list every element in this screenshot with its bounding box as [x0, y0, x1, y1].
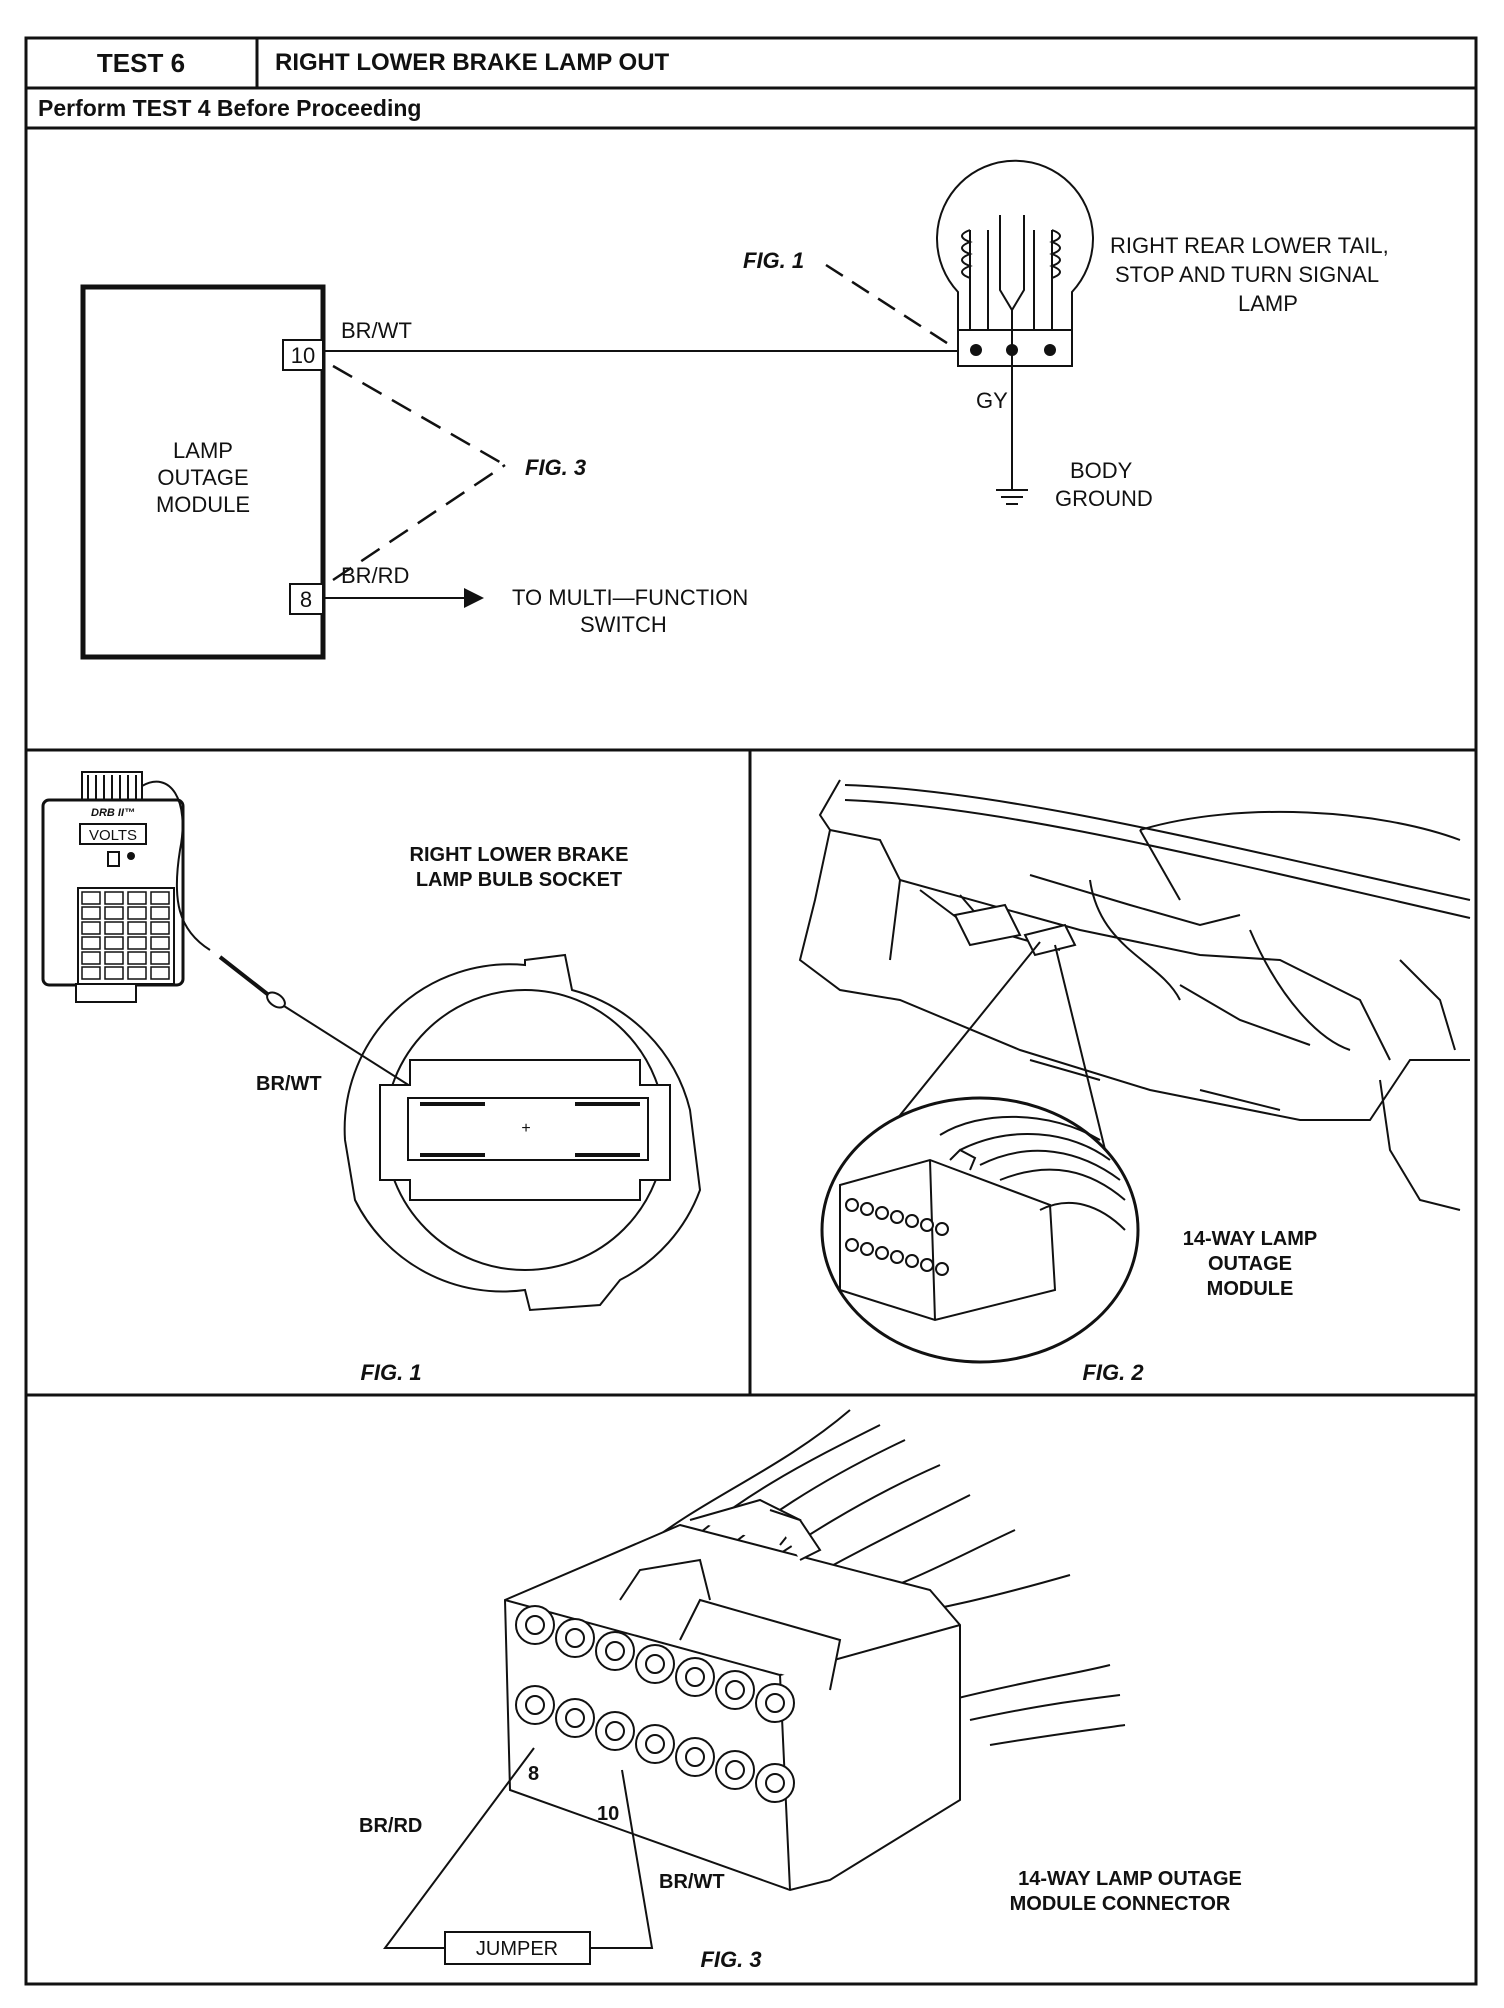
ground-label-1: BODY [1070, 458, 1133, 483]
pin-10-box [282, 339, 324, 371]
tester-key [104, 936, 124, 950]
schematic: LAMP OUTAGE MODULE 10 8 BR/WT BR/RD TO M… [80, 159, 1389, 660]
connector-cavity [860, 1242, 874, 1256]
tester-key [150, 936, 170, 950]
module-label-3: MODULE [156, 492, 250, 517]
tester-key [104, 906, 124, 920]
test-title: RIGHT LOWER BRAKE LAMP OUT [275, 49, 670, 76]
connector-cavity [920, 1218, 934, 1232]
connector-cavity [935, 1222, 949, 1236]
lamp-label-2: STOP AND TURN SIGNAL [1115, 262, 1379, 287]
tester-key [150, 891, 170, 905]
tester-key [127, 891, 147, 905]
tester-key [104, 891, 124, 905]
tester-key [127, 936, 147, 950]
tester-key [81, 906, 101, 920]
connector-cavity [845, 1238, 859, 1252]
socket-label-2: LAMP BULB SOCKET [416, 869, 622, 891]
fig3-pin10: 10 [597, 1803, 619, 1825]
tester-key [127, 966, 147, 980]
tester-key [127, 906, 147, 920]
connector-cavity [920, 1258, 934, 1272]
tester-brand: DRB II™ [91, 807, 135, 819]
bulb-socket: + [343, 953, 702, 1312]
connector-cavity [905, 1254, 919, 1268]
lamp-label-1: RIGHT REAR LOWER TAIL, [1110, 233, 1389, 258]
subheading: Perform TEST 4 Before Proceeding [38, 95, 421, 121]
tester-key [150, 906, 170, 920]
fig3-label-1: 14-WAY LAMP OUTAGE [1018, 1868, 1242, 1890]
fig3-caption: FIG. 3 [700, 1947, 761, 1972]
fig3-ref: FIG. 3 [525, 455, 586, 480]
connector-cavity [860, 1202, 874, 1216]
connector-cavity [845, 1198, 859, 1212]
wire-br-wt-label: BR/WT [341, 318, 412, 343]
switch-label-1: TO MULTI—FUNCTION [512, 585, 748, 610]
tester-display: VOLTS [89, 827, 137, 844]
fig2-caption: FIG. 2 [1082, 1360, 1144, 1385]
fig1-wire-label: BR/WT [256, 1073, 322, 1095]
jumper-label: JUMPER [476, 1938, 558, 1960]
connector-cavity [875, 1246, 889, 1260]
pin-10-label: 10 [291, 343, 315, 368]
lamp-label-3: LAMP [1238, 291, 1298, 316]
connector-cavity [905, 1214, 919, 1228]
tester-key [127, 921, 147, 935]
fig3-wire-right: BR/WT [659, 1871, 725, 1893]
tester-key [104, 951, 124, 965]
tester-key [81, 966, 101, 980]
fig2-label-1: 14-WAY LAMP [1183, 1228, 1317, 1250]
tester-key [81, 936, 101, 950]
connector-cavity [890, 1250, 904, 1264]
connector-cavity [935, 1262, 949, 1276]
wire-br-rd-label: BR/RD [341, 563, 409, 588]
fig3-label-2: MODULE CONNECTOR [1010, 1893, 1231, 1915]
tester-key [104, 966, 124, 980]
drb-tester: DRB II™ VOLTS [41, 771, 185, 1003]
tester-key [150, 921, 170, 935]
ground-wire-label: GY [976, 388, 1008, 413]
fig3-wire-left: BR/RD [359, 1815, 422, 1837]
lamp-outage-module-box [80, 284, 326, 660]
fig1-ref: FIG. 1 [743, 248, 804, 273]
tester-key [104, 921, 124, 935]
outer-frame [24, 36, 1478, 1986]
connector-cavity [875, 1206, 889, 1220]
tester-key [81, 891, 101, 905]
fig1-panel: DRB II™ VOLTS BR/WT RIGHT LOWER BRAKE LA… [41, 771, 702, 1385]
fig3-pin8: 8 [528, 1763, 539, 1785]
switch-label-2: SWITCH [580, 612, 667, 637]
module-label-2: OUTAGE [157, 465, 248, 490]
tester-key [150, 951, 170, 965]
tester-key [127, 951, 147, 965]
fig2-panel: 14-WAY LAMP OUTAGE MODULE FIG. 2 [798, 779, 1471, 1385]
connector-cavity [890, 1210, 904, 1224]
pin-8-label: 8 [300, 587, 312, 612]
tester-key [150, 966, 170, 980]
svg-text:+: + [521, 1120, 530, 1137]
module-label-1: LAMP [173, 438, 233, 463]
test-id: TEST 6 [97, 48, 185, 78]
fig2-label-2: OUTAGE [1208, 1253, 1292, 1275]
tester-key [81, 951, 101, 965]
tester-key [81, 921, 101, 935]
fig2-label-3: MODULE [1207, 1278, 1294, 1300]
ground-label-2: GROUND [1055, 486, 1153, 511]
fig1-caption: FIG. 1 [360, 1360, 421, 1385]
lamp-symbol [936, 159, 1094, 367]
fig3-panel: 8 10 BR/RD BR/WT JUMPER 14-WAY LAMP OUTA… [359, 1409, 1242, 1972]
socket-label-1: RIGHT LOWER BRAKE [410, 844, 629, 866]
